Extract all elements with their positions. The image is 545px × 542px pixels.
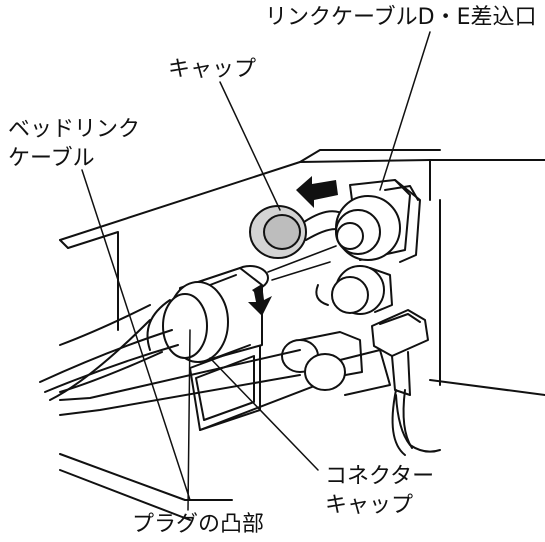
cables (39, 304, 413, 456)
label-bed-link-cable-line2: ケーブル (8, 146, 95, 171)
arrow-left-icon (296, 176, 338, 208)
link-cable-port (335, 179, 421, 263)
device-housing (59, 149, 545, 521)
lower-round-connector (315, 265, 393, 315)
connector-cap-body (371, 309, 441, 453)
label-cap: キャップ (168, 57, 257, 82)
arrow-down-icon (248, 284, 272, 316)
label-link-cable-port: リンクケーブルD・E差込口 (265, 5, 537, 30)
lower-plug (281, 331, 391, 396)
leader-lines (81, 31, 431, 511)
label-connector-cap-line2: キャップ (325, 493, 414, 518)
label-bed-link-cable-line1: ベッドリンク (8, 117, 141, 142)
label-plug-protrusion: プラグの凸部 (132, 512, 265, 537)
label-connector-cap-line1: コネクター (325, 464, 435, 489)
cap-group (249, 205, 346, 259)
bed-link-plug (146, 265, 269, 363)
motion-lines (267, 245, 337, 281)
